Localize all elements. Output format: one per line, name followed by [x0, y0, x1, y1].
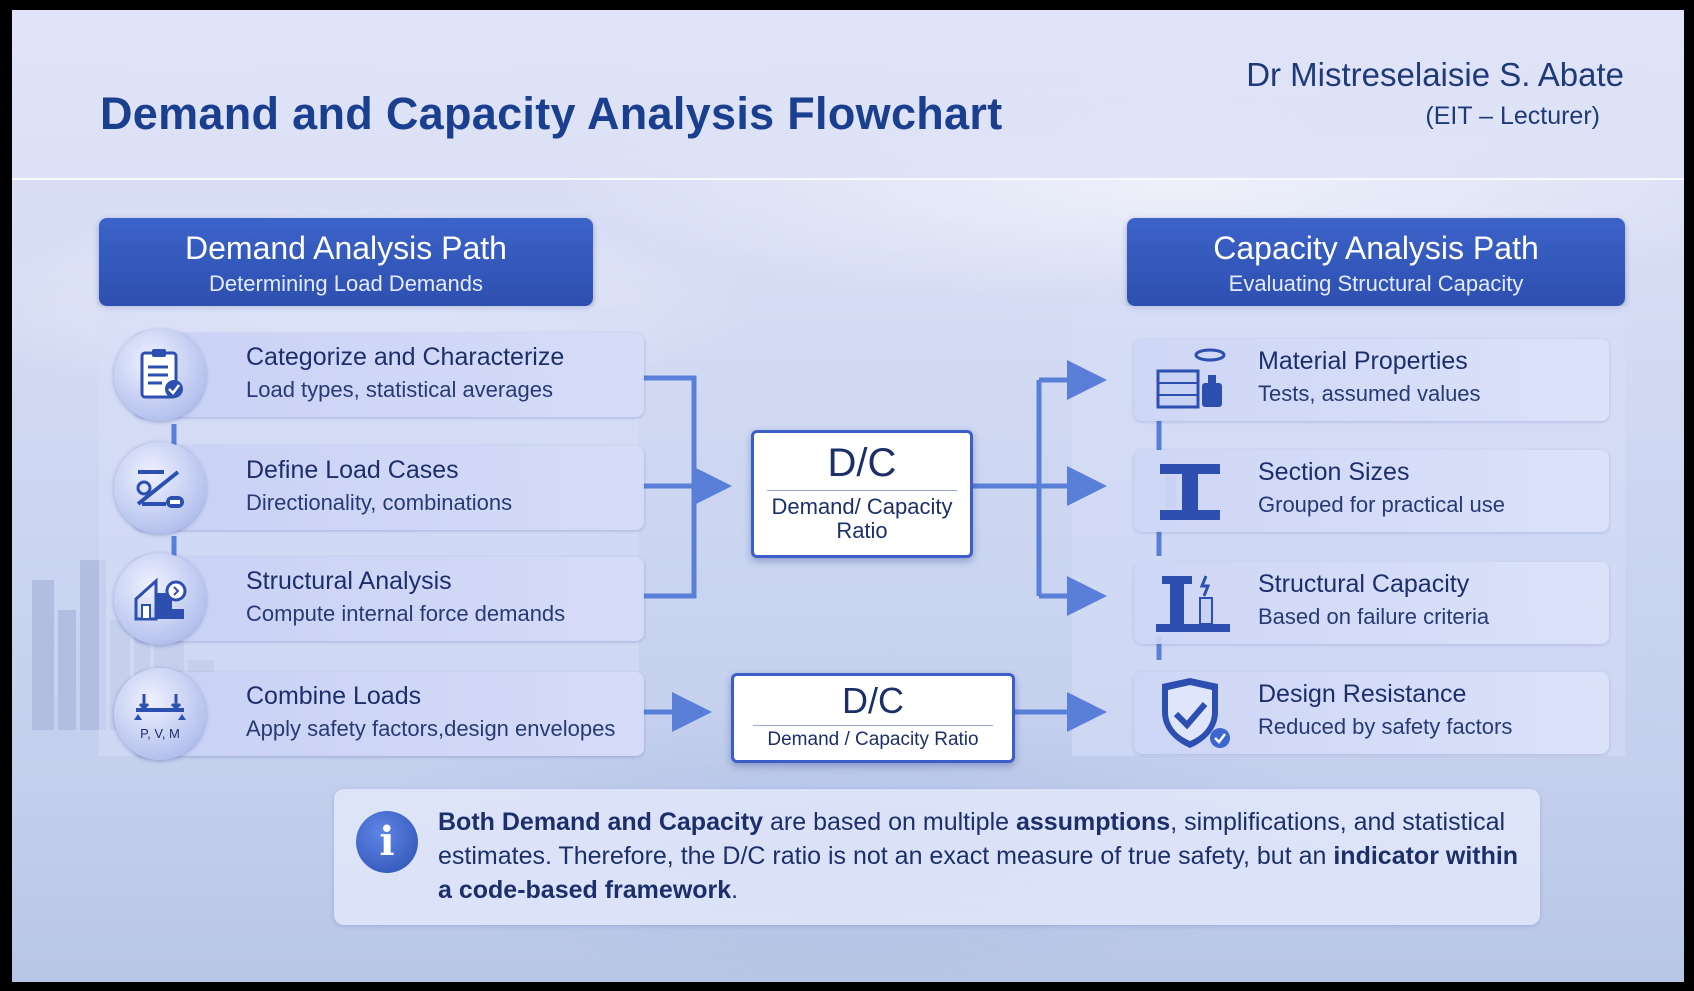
- dc-main-line2: Ratio: [836, 518, 888, 543]
- capacity-path-header: Capacity Analysis Path Evaluating Struct…: [1127, 218, 1625, 306]
- step-subtitle: Reduced by safety factors: [1258, 714, 1513, 739]
- dc-secondary-title: D/C: [842, 680, 904, 721]
- load-cases-icon: [114, 442, 206, 534]
- connector-lines: [171, 360, 1162, 732]
- page-title: Demand and Capacity Analysis Flowchart: [100, 88, 1003, 139]
- info-note: i Both Demand and Capacity are based on …: [334, 789, 1540, 925]
- step-title: Structural Capacity: [1258, 570, 1470, 598]
- step-title: Section Sizes: [1258, 458, 1410, 486]
- demand-step-load-cases: Define Load Cases Directionality, combin…: [114, 442, 644, 534]
- note-bold-2: assumptions: [1016, 808, 1171, 836]
- note-text: Both Demand and Capacity are based on mu…: [438, 805, 1528, 907]
- step-title: Structural Analysis: [246, 567, 452, 595]
- dc-main-line1: Demand/ Capacity: [771, 494, 953, 519]
- capacity-step-design-resistance: Design Resistance Reduced by safety fact…: [1134, 672, 1609, 754]
- beam-forces-icon: P, V, M: [114, 668, 206, 760]
- note-text-1: are based on multiple: [763, 808, 1016, 836]
- dc-secondary-subtitle: Demand / Capacity Ratio: [767, 729, 979, 750]
- capacity-step-section-sizes: Section Sizes Grouped for practical use: [1134, 450, 1609, 532]
- demand-path-title: Demand Analysis Path: [185, 230, 507, 266]
- note-text-3: .: [731, 876, 739, 904]
- step-title: Categorize and Characterize: [246, 343, 565, 371]
- step-subtitle: Tests, assumed values: [1258, 381, 1481, 406]
- note-text-2: , simplifications, and statistical estim…: [438, 808, 1506, 870]
- step-title: Design Resistance: [1258, 680, 1467, 708]
- dc-main-divider: [767, 490, 957, 491]
- building-analysis-icon: [114, 553, 206, 645]
- note-bold-1: Both Demand and Capacity: [438, 808, 764, 836]
- step-subtitle: Grouped for practical use: [1258, 492, 1506, 517]
- step-title: Material Properties: [1258, 347, 1468, 375]
- note-bold-3: indicator within a code-based framework: [438, 842, 1519, 904]
- capacity-path-title: Capacity Analysis Path: [1213, 230, 1539, 266]
- step-subtitle: Apply safety factors,design envelopes: [246, 716, 616, 741]
- step-subtitle: Based on failure criteria: [1258, 604, 1490, 629]
- column-test-icon: [1142, 568, 1242, 640]
- demand-path-subtitle: Determining Load Demands: [209, 271, 483, 296]
- step-subtitle: Directionality, combinations: [246, 490, 513, 515]
- i-beam-icon: [1142, 456, 1242, 528]
- material-samples-icon: [1142, 345, 1242, 417]
- author-role: (EIT – Lecturer): [1425, 102, 1600, 130]
- step-subtitle: Load types, statistical averages: [246, 377, 553, 402]
- flowchart-canvas: Demand and Capacity Analysis Flowchart D…: [12, 10, 1684, 982]
- clipboard-check-icon: [114, 329, 206, 421]
- demand-step-structural-analysis: Structural Analysis Compute internal for…: [114, 553, 644, 645]
- header-band: [12, 10, 1684, 180]
- step-title: Define Load Cases: [246, 456, 459, 484]
- shield-check-icon: [1142, 678, 1242, 750]
- dc-main-title: D/C: [827, 441, 897, 485]
- author-name: Dr Mistreselaisie S. Abate: [1246, 56, 1624, 93]
- dc-secondary-divider: [753, 725, 993, 726]
- demand-step-categorize: Categorize and Characterize Load types, …: [114, 329, 644, 421]
- capacity-path-subtitle: Evaluating Structural Capacity: [1228, 271, 1524, 296]
- step-subtitle: Compute internal force demands: [246, 601, 566, 626]
- dc-ratio-secondary: D/C Demand / Capacity Ratio: [731, 673, 1015, 763]
- svg-text:P, V, M: P, V, M: [140, 726, 180, 741]
- info-icon: i: [356, 811, 418, 873]
- demand-path-header: Demand Analysis Path Determining Load De…: [99, 218, 593, 306]
- demand-step-combine-loads: P, V, M Combine Loads Apply safety facto…: [114, 668, 644, 760]
- capacity-step-structural-capacity: Structural Capacity Based on failure cri…: [1134, 562, 1609, 644]
- dc-ratio-main: D/C Demand/ Capacity Ratio: [751, 430, 973, 558]
- step-title: Combine Loads: [246, 682, 422, 710]
- capacity-step-material: Material Properties Tests, assumed value…: [1134, 339, 1609, 421]
